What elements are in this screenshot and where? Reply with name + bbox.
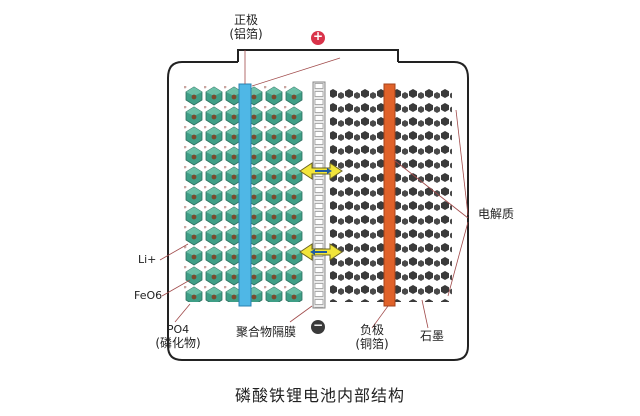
negative-terminal-icon	[311, 320, 325, 334]
anode-foil-label: (铜箔)	[355, 336, 389, 351]
ion-flow-arrow-top	[299, 162, 343, 180]
graphite-label: 石墨	[420, 329, 445, 343]
anode-label: 负极 (铜箔)	[350, 323, 394, 352]
minus-sign: −	[312, 318, 324, 332]
po4-label: PO4	[166, 323, 190, 336]
polymer-separator	[312, 81, 326, 309]
diagram-caption: 磷酸铁锂电池内部结构	[234, 386, 405, 405]
phosphide-label: PO4 (磷化物)	[148, 323, 208, 350]
li-ion-label: Li+	[138, 253, 157, 266]
ion-flow-arrow-bottom	[299, 243, 343, 261]
leader-lines	[159, 50, 469, 329]
plus-sign: +	[312, 29, 324, 43]
battery-casing	[167, 49, 469, 361]
separator-label: 聚合物隔膜	[236, 325, 297, 339]
phosphide-name: (磷化物)	[155, 335, 201, 350]
aluminum-foil	[238, 83, 252, 307]
positive-terminal-icon	[311, 31, 325, 45]
cathode-foil-label: (铝箔)	[229, 26, 263, 41]
copper-foil	[383, 83, 396, 307]
cathode-label: 正极 (铝箔)	[226, 13, 266, 42]
electrolyte-label: 电解质	[478, 207, 515, 221]
feo6-label: FeO6	[134, 289, 163, 302]
cathode-name: 正极	[233, 13, 258, 27]
anode-name: 负极	[359, 323, 384, 337]
